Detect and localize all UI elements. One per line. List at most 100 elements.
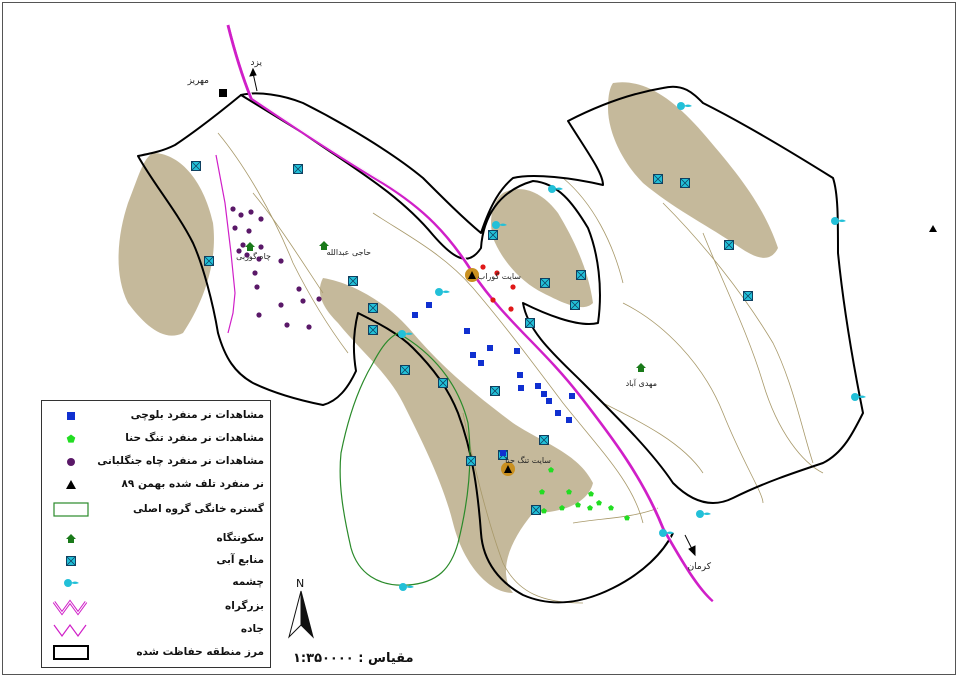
spring-icon [492,221,507,229]
spring-icon [64,579,79,587]
road-icon [53,623,87,638]
baluchi-observation-marker [541,391,547,397]
label-kerman: کرمان [688,562,712,572]
legend-item-label: مشاهدات نر منفرد بلوچی [130,409,264,421]
chah-jangalbani-observation-marker [230,206,236,212]
tang-hana-observation-marker [608,505,614,511]
chah-jangalbani-observation-marker [232,225,238,231]
springs-layer [398,102,866,591]
baluchi-observation-marker [569,393,575,399]
water-source-icon [743,291,753,301]
chah-jangalbani-observation-marker [258,216,264,222]
scale-label: مقیاس : ۱:۳۵۰۰۰۰ [293,651,414,666]
red-observation-marker [510,284,516,290]
home-range-polygon [339,332,471,586]
label-mehriz: مهریز [187,76,210,86]
baluchi-observations-layer [412,302,575,456]
label-chah-gorbi: چاه گوربی [236,251,271,261]
highway-icon [52,599,88,616]
chah-jangalbani-observation-marker [256,312,262,318]
tang-hana-observation-marker [541,508,547,514]
tang-hana-observation-marker [624,515,630,521]
baluchi-observation-marker [566,417,572,423]
water-source-icon [293,164,303,174]
legend-item: بزرگراه [42,596,270,618]
water-source-icon [191,161,201,171]
legend-item: جاده [42,619,270,641]
chah-jangalbani-observation-marker [248,209,254,215]
baluchi-observation-marker [555,410,561,416]
water-source-icon [466,456,476,466]
legend-item-label: نر منفرد تلف شده بهمن ۸۹ [121,478,264,490]
tang-hana-observation-marker [548,467,554,473]
legend-item: مرز منطقه حفاظت شده [42,642,270,664]
green-rectangle-icon [53,502,89,517]
spring-icon [696,510,711,518]
road-line [215,154,236,334]
baluchi-observation-marker [478,360,484,366]
water-source-icon [400,365,410,375]
label-site-tang-hana: سایت تنگ حنا [505,455,551,465]
water-source-icon [438,378,448,388]
settlement-icon [245,242,255,251]
spring-icon [435,288,450,296]
red-observations-layer [480,264,516,312]
label-yazd: یزد [251,58,263,68]
label-site-garbad: سایت گوراب [478,271,522,281]
chah-jangalbani-observation-marker [254,284,260,290]
chah-jangalbani-observation-marker [284,322,290,328]
water-source-icon [348,276,358,286]
tang-hana-observation-marker [566,489,572,495]
legend-item-label: چشمه [232,576,264,588]
chah-jangalbani-observation-marker [296,286,302,292]
legend-item-label: جاده [240,623,264,635]
legend-item: مشاهدات نر منفرد تنگ حنا [42,428,270,450]
chah-jangalbani-observation-marker [278,302,284,308]
chah-jangalbani-observation-marker [252,270,258,276]
map-canvas: مهریز یزد کرمان حاجی عبدالله چاه گوربی س… [118,24,937,604]
chah-jangalbani-observation-marker [316,296,322,302]
site-marker-tang-hana-icon [501,462,515,476]
purple-circle-icon [67,458,75,466]
tang-hana-observation-marker [587,505,593,511]
water-sources-layer [191,161,753,515]
label-mehdi-abad: مهدی آباد [626,378,657,388]
protected-area-boundary [240,85,864,504]
water-source-icon [490,386,500,396]
tang-hana-observation-marker [575,502,581,508]
baluchi-observation-marker [518,385,524,391]
water-source-icon [653,174,663,184]
water-source-icon [531,505,541,515]
legend-item-label: منابع آبی [216,554,264,566]
chah-jangalbani-observation-marker [258,244,264,250]
spring-icon [831,217,846,225]
baluchi-observation-marker [500,450,506,456]
legend-item: گستره خانگی گروه اصلی [42,499,270,521]
water-source-icon [66,556,76,566]
legend-item-label: بزرگراه [225,600,264,612]
chah-jangalbani-observation-marker [240,242,246,248]
water-source-icon [488,230,498,240]
red-observation-marker [490,297,496,303]
water-source-icon [540,278,550,288]
chah-jangalbani-observation-marker [278,258,284,264]
terrain-layer [118,82,778,593]
protected-area-boundary-west [137,94,674,604]
blue-square-icon [67,412,75,420]
legend-item-label: سکونتگاه [216,532,265,544]
mehriz-city-icon [219,89,227,97]
water-source-icon [539,435,549,445]
chah-jangalbani-observation-marker [246,228,252,234]
red-observation-marker [508,306,514,312]
water-source-icon [368,325,378,335]
red-observation-marker [494,270,500,276]
water-source-icon [368,303,378,313]
water-source-icon [680,178,690,188]
tang-hana-observation-marker [588,491,594,497]
spring-icon [851,393,866,401]
water-source-icon [724,240,734,250]
green-pentagon-icon [66,434,76,443]
settlement-icon [66,534,76,543]
legend-item: چشمه [42,572,270,594]
